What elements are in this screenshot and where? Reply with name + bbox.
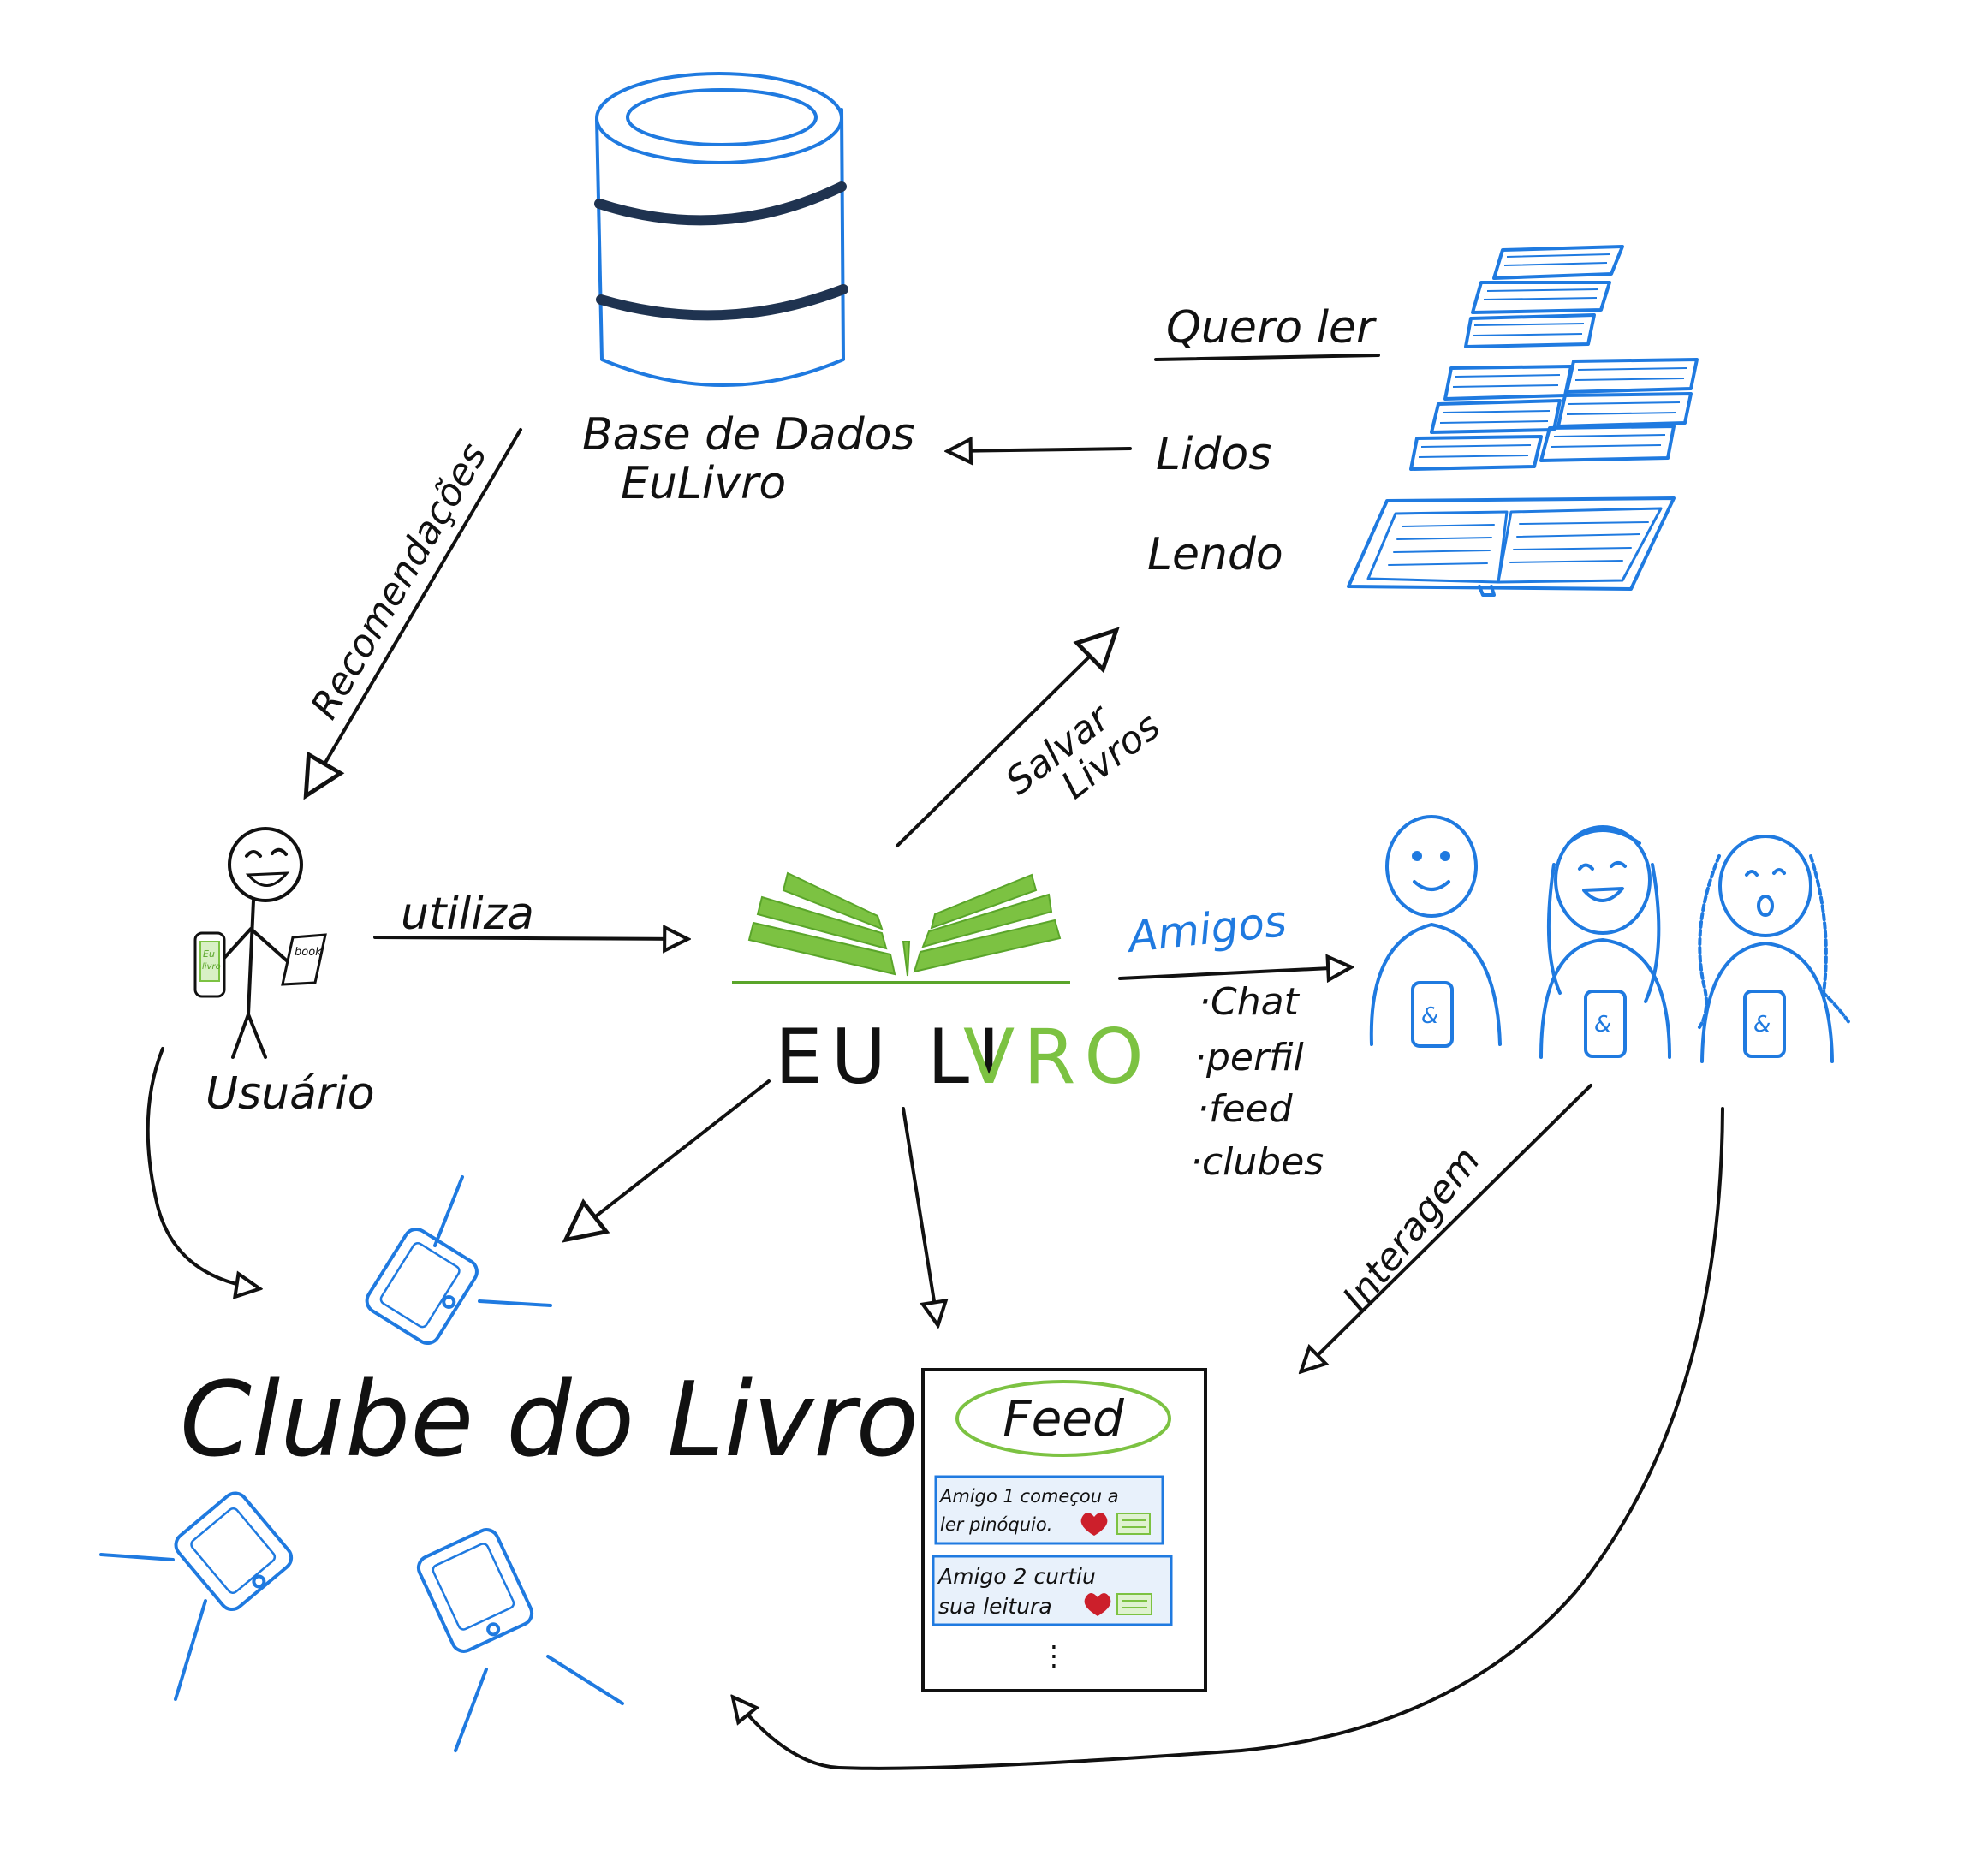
feed-post: Amigo 2 curtiu sua leitura — [932, 1555, 1173, 1626]
feed-post-line: sua leitura — [938, 1594, 1052, 1619]
svg-text:livro: livro — [202, 962, 221, 972]
database-label-line1: Base de Dados — [582, 409, 915, 461]
user-phone-icon: Eu livro — [193, 931, 226, 998]
interact-label: Interagem — [1334, 1139, 1489, 1320]
feed-panel: Feed Amigo 1 começou a ler pinóquio. Ami… — [921, 1368, 1207, 1692]
arrow-interact — [1303, 1084, 1592, 1370]
svg-text:&: & — [1753, 1012, 1771, 1038]
user-book-icon: book — [281, 933, 327, 986]
database-label-line2: EuLivro — [621, 458, 786, 509]
comment-icon — [1116, 1593, 1152, 1615]
open-book-icon — [1347, 496, 1676, 597]
feature-item: ·perfil — [1194, 1036, 1305, 1079]
arrow-recommendations — [308, 428, 522, 792]
svg-text:Eu: Eu — [203, 948, 215, 960]
svg-text:&: & — [1594, 1012, 1611, 1038]
feature-item: ·feed — [1197, 1087, 1294, 1131]
logo-text-1: EU LI — [775, 1013, 1009, 1101]
arrow-uses — [373, 937, 685, 939]
eulivro-logo-icon — [732, 871, 1070, 984]
logo-text-2: VRO — [963, 1013, 1152, 1101]
arrow-friends-to-club — [735, 1107, 1724, 1770]
heart-icon — [1084, 1593, 1111, 1616]
uses-label: utiliza — [401, 889, 534, 940]
feed-more: ⋮ — [1040, 1639, 1068, 1672]
heart-icon — [1080, 1513, 1108, 1536]
feature-list: ·Chat ·perfil ·feed ·clubes — [1190, 980, 1324, 1184]
recommendations-label: Recomendações — [302, 436, 495, 727]
shelf-lendo: Lendo — [1147, 529, 1283, 580]
feature-item: ·clubes — [1190, 1140, 1324, 1184]
arrow-user-to-club — [146, 1047, 257, 1288]
feed-post-line: Amigo 1 começou a — [938, 1486, 1119, 1507]
friends-label: Amigos — [1123, 896, 1289, 962]
books-stack-icon — [1409, 245, 1699, 471]
friend-3-icon: & — [1698, 835, 1851, 1063]
database-icon — [594, 72, 848, 387]
arrow-save-books — [896, 633, 1113, 847]
shelf-quero-ler: Quero ler — [1166, 302, 1378, 354]
club-phone-icon — [416, 1528, 624, 1752]
svg-text:&: & — [1421, 1003, 1438, 1029]
comment-icon — [1116, 1513, 1151, 1535]
club-title: Clube do Livro — [180, 1361, 919, 1480]
arrow-shelves-to-database — [950, 449, 1132, 451]
club-phone-icon — [365, 1175, 552, 1346]
svg-text:book: book — [295, 946, 322, 959]
feed-post-line: ler pinóquio. — [940, 1514, 1052, 1535]
feed-post: Amigo 1 começou a ler pinóquio. — [934, 1475, 1164, 1545]
arrow-app-to-club — [569, 1079, 771, 1237]
friend-1-icon: & — [1369, 815, 1502, 1048]
shelf-lidos: Lidos — [1156, 429, 1271, 480]
user-label: Usuário — [205, 1068, 375, 1120]
user-figure: Eu livro book — [193, 827, 327, 1059]
feed-post-line: Amigo 2 curtiu — [937, 1564, 1096, 1589]
arrow-friends — [1118, 967, 1348, 978]
feature-item: ·Chat — [1199, 980, 1301, 1024]
arrow-app-to-feed — [902, 1107, 937, 1323]
feed-title: Feed — [1003, 1389, 1125, 1448]
quero-ler-underline — [1154, 354, 1380, 361]
friend-2-icon: & — [1539, 825, 1671, 1059]
club-phone-icon — [99, 1491, 294, 1701]
